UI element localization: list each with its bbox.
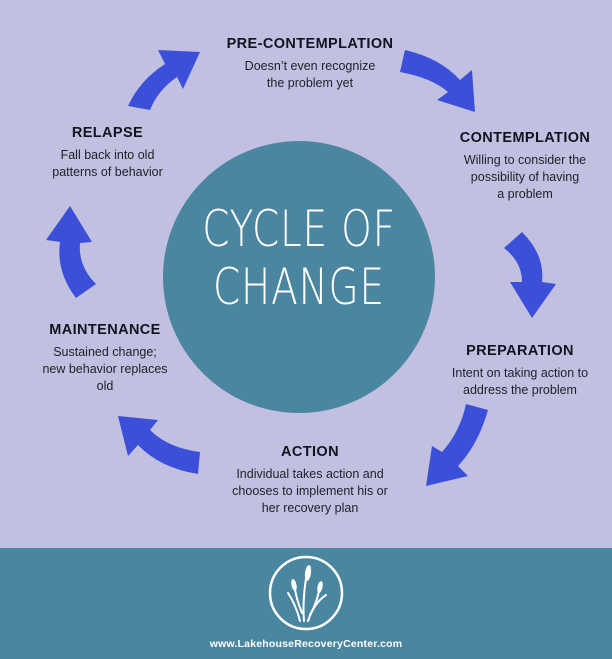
footer: www.LakehouseRecoveryCenter.com (0, 548, 612, 659)
center-circle (163, 141, 435, 413)
stage-description-line: Individual takes action and (236, 467, 384, 481)
stage-relapse: RELAPSE Fall back into old patterns of b… (20, 125, 195, 181)
curved-arrow-icon (504, 232, 556, 318)
stage-description: Willing to consider the possibility of h… (440, 152, 610, 203)
cycle-diagram: CYCLE OF CHANGE PRE-CONTEMPLATION Doesn’… (5, 36, 610, 517)
stage-description: Sustained change; new behavior replaces … (5, 344, 205, 395)
stage-description: Fall back into old patterns of behavior (20, 147, 195, 181)
stage-description-line: the problem yet (266, 76, 354, 90)
stage-description-line: Intent on taking action to (451, 366, 589, 380)
center-title-line1: CYCLE OF (202, 200, 396, 258)
stage-title: PREPARATION (466, 343, 574, 359)
stage-description: Intent on taking action to address the p… (430, 365, 610, 399)
curved-arrow-icon (400, 50, 475, 112)
stage-description-line: address the problem (463, 383, 577, 397)
curved-arrow-icon (118, 416, 200, 474)
stage-description: Individual takes action and chooses to i… (205, 466, 415, 517)
stage-description-line: Fall back into old (60, 148, 155, 162)
stage-description-line: her recovery plan (261, 501, 359, 515)
center-title: CYCLE OF CHANGE (193, 200, 405, 316)
stage-description-line: a problem (497, 187, 553, 201)
curved-arrow-icon (128, 50, 200, 110)
stage-description-line: Sustained change; (53, 345, 157, 359)
stage-description-line: Willing to consider the (463, 153, 587, 167)
footer-url[interactable]: www.LakehouseRecoveryCenter.com (209, 638, 403, 650)
stage-maintenance: MAINTENANCE Sustained change; new behavi… (5, 322, 205, 395)
stage-description-line: Doesn’t even recognize (244, 59, 376, 73)
stage-title: ACTION (281, 444, 339, 460)
stage-description-line: possibility of having (470, 170, 580, 184)
stage-title: MAINTENANCE (49, 322, 161, 338)
stage-precontemplation: PRE-CONTEMPLATION Doesn’t even recognize… (205, 36, 415, 92)
stage-title: CONTEMPLATION (459, 130, 591, 146)
stage-description-line: new behavior replaces (42, 362, 168, 376)
curved-arrow-icon (46, 206, 96, 298)
center-title-line2: CHANGE (213, 258, 385, 316)
cattail-logo-icon (268, 555, 344, 631)
stage-action: ACTION Individual takes action and choos… (205, 444, 415, 517)
stage-title: PRE-CONTEMPLATION (226, 36, 394, 52)
stage-description: Doesn’t even recognize the problem yet (205, 58, 415, 92)
stage-preparation: PREPARATION Intent on taking action to a… (430, 343, 610, 399)
stage-description-line: old (96, 379, 114, 393)
cycle-arrows (46, 50, 556, 486)
stage-description-line: patterns of behavior (52, 165, 163, 179)
stage-title: RELAPSE (71, 125, 144, 141)
stage-contemplation: CONTEMPLATION Willing to consider the po… (440, 130, 610, 203)
stage-description-line: chooses to implement his or (232, 484, 388, 498)
curved-arrow-icon (426, 404, 488, 486)
